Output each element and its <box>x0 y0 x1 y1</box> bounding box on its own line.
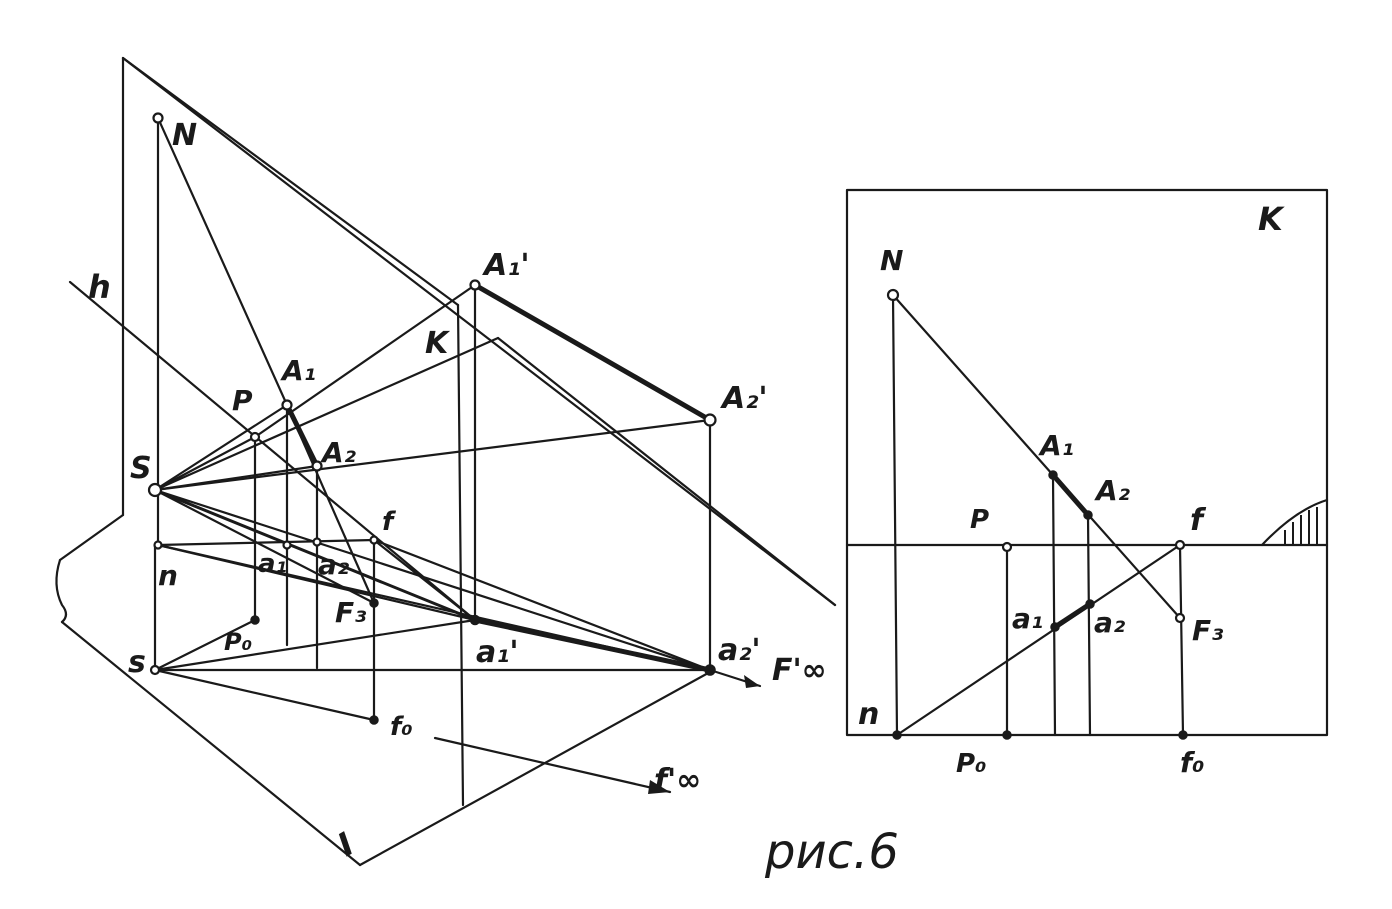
r-point-n <box>892 730 902 740</box>
ground-plane <box>60 620 712 867</box>
label-a1: a₁ <box>258 549 287 579</box>
horizon-line <box>68 280 477 622</box>
left-view: N A₁' A₂' h K P A₁ A₂ S f n a₁ a₂ F₃ s P… <box>55 56 837 867</box>
picture-plane <box>55 56 465 807</box>
label-A2: A₂ <box>320 436 357 469</box>
r-label-f: f <box>1190 503 1207 538</box>
point-A2-prime <box>703 413 717 427</box>
ray-f-infinity <box>433 736 672 794</box>
label-A2-prime: A₂' <box>720 381 768 416</box>
point-s <box>149 664 161 676</box>
r-label-P: P <box>970 505 989 535</box>
label-f: f <box>382 507 397 537</box>
label-f0: f₀ <box>390 712 413 742</box>
label-F3: F₃ <box>335 596 366 629</box>
segment-A1-A2 <box>284 402 320 469</box>
segment-A1-prime-A2-prime <box>472 282 713 423</box>
label-a2: a₂ <box>318 548 350 581</box>
point-p0 <box>250 615 260 625</box>
label-h: h <box>88 268 111 306</box>
r-label-f0: f₀ <box>1180 746 1204 779</box>
r-label-n: n <box>858 697 879 732</box>
label-N: N <box>172 118 197 153</box>
r-label-a2: a₂ <box>1094 606 1126 639</box>
point-n <box>153 540 163 550</box>
point-S <box>147 482 163 498</box>
point-a2 <box>312 537 322 547</box>
r-label-A1: A₁ <box>1038 429 1074 462</box>
r-point-A2 <box>1083 510 1093 520</box>
point-N <box>152 112 164 124</box>
r-point-f0 <box>1178 730 1188 740</box>
r-point-A1 <box>1048 470 1058 480</box>
point-f0 <box>369 715 379 725</box>
r-point-P <box>1001 541 1013 553</box>
hatch-mark <box>1284 507 1318 545</box>
point-f <box>369 535 379 545</box>
right-view: K N A₁ A₂ P f a₁ a₂ F₃ n P₀ f₀ <box>845 188 1329 779</box>
r-label-A2: A₂ <box>1094 474 1131 507</box>
point-a1 <box>282 540 292 550</box>
label-S: S <box>130 451 152 486</box>
r-point-a2 <box>1085 599 1095 609</box>
label-F-infinity: F'∞ <box>772 653 827 688</box>
label-A1-prime: A₁' <box>482 248 530 283</box>
label-A1: A₁ <box>280 354 316 387</box>
r-point-f <box>1174 539 1186 551</box>
label-n: n <box>158 559 178 592</box>
r-label-N: N <box>880 244 903 277</box>
label-a1-prime: a₁' <box>476 635 519 670</box>
point-a2-prime <box>704 664 716 676</box>
r-label-F3: F₃ <box>1192 614 1223 647</box>
label-f-infinity: f'∞ <box>654 763 701 798</box>
r-point-F3 <box>1174 612 1186 624</box>
r-label-p0: P₀ <box>956 749 986 779</box>
r-point-p0 <box>1002 730 1012 740</box>
r-point-N <box>886 288 900 302</box>
label-K-left: K <box>425 326 451 361</box>
r-label-a1: a₁ <box>1012 602 1043 635</box>
point-A1 <box>281 399 293 411</box>
label-s: s <box>128 645 146 680</box>
figure-caption: рис.6 <box>764 824 899 880</box>
r-label-K: K <box>1258 200 1285 238</box>
picture-frame <box>845 188 1329 737</box>
point-P <box>249 431 261 443</box>
label-a2-prime: a₂' <box>718 633 761 668</box>
vanishing-edge-2 <box>496 336 837 607</box>
label-P: P <box>232 384 253 417</box>
point-a1-prime <box>469 614 481 626</box>
r-point-a1 <box>1050 622 1060 632</box>
point-F3 <box>369 598 379 608</box>
label-p0: P₀ <box>224 628 253 656</box>
point-A2 <box>311 460 323 472</box>
point-A1-prime <box>469 279 481 291</box>
vanishing-edge <box>121 56 837 607</box>
